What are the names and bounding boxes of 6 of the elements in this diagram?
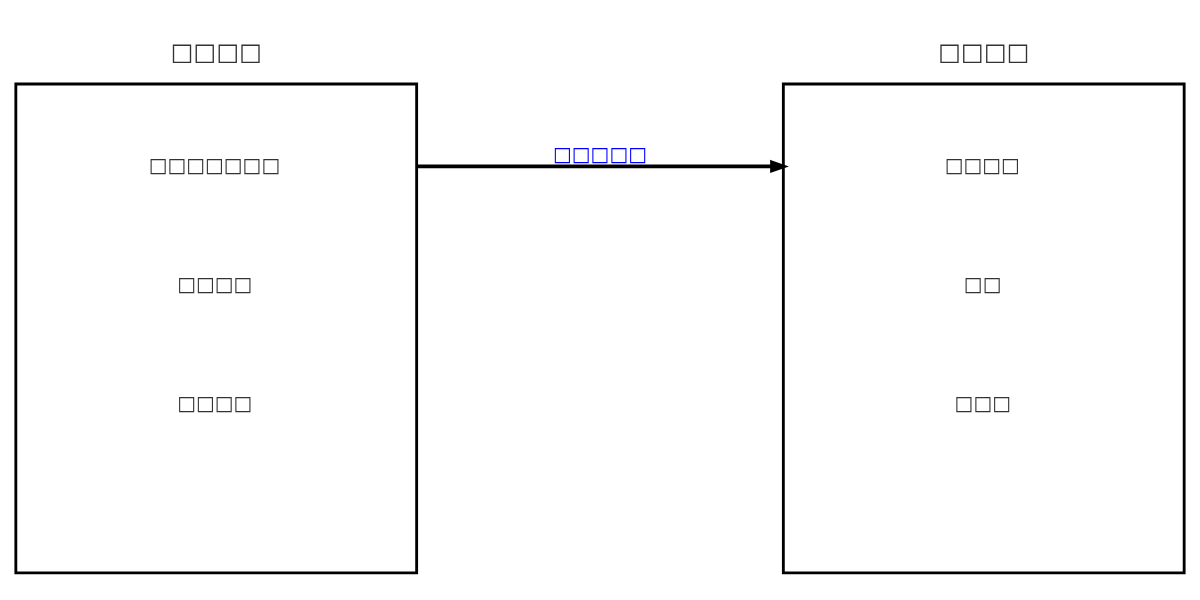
node-box: □□□□□□□ □□□□ □□□□ xyxy=(14,82,419,575)
node-label: □□□□ xyxy=(938,37,1030,66)
node-label: □□□□ xyxy=(170,37,263,66)
edge-label: □□□□□ xyxy=(553,142,647,166)
node-box: □□□□ □□ □□□ xyxy=(781,82,1186,575)
arrow xyxy=(416,159,789,173)
